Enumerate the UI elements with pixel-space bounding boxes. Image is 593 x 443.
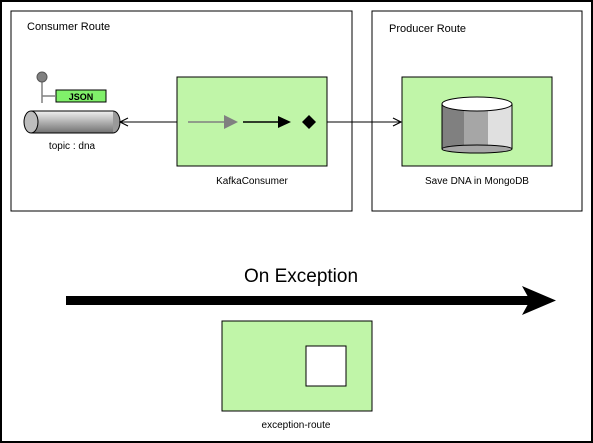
message-flow-icon — [188, 115, 316, 129]
json-badge-label: JSON — [69, 92, 94, 102]
save-dna-label: Save DNA in MongoDB — [425, 176, 529, 187]
kafka-topic-pipe-icon[interactable] — [23, 71, 121, 134]
kafka-consumer-label: KafkaConsumer — [216, 176, 288, 187]
sub-route-square-icon — [305, 345, 347, 387]
json-badge — [55, 89, 107, 103]
topic-label: topic : dna — [49, 141, 96, 152]
producer-route-title: Producer Route — [389, 23, 466, 35]
on-exception-arrow — [66, 286, 556, 315]
exception-route-component[interactable] — [221, 320, 373, 412]
consumer-route-title: Consumer Route — [27, 21, 110, 33]
exception-route-label: exception-route — [262, 420, 331, 431]
on-exception-heading: On Exception — [244, 266, 358, 287]
mongodb-cylinder-icon — [441, 96, 513, 154]
